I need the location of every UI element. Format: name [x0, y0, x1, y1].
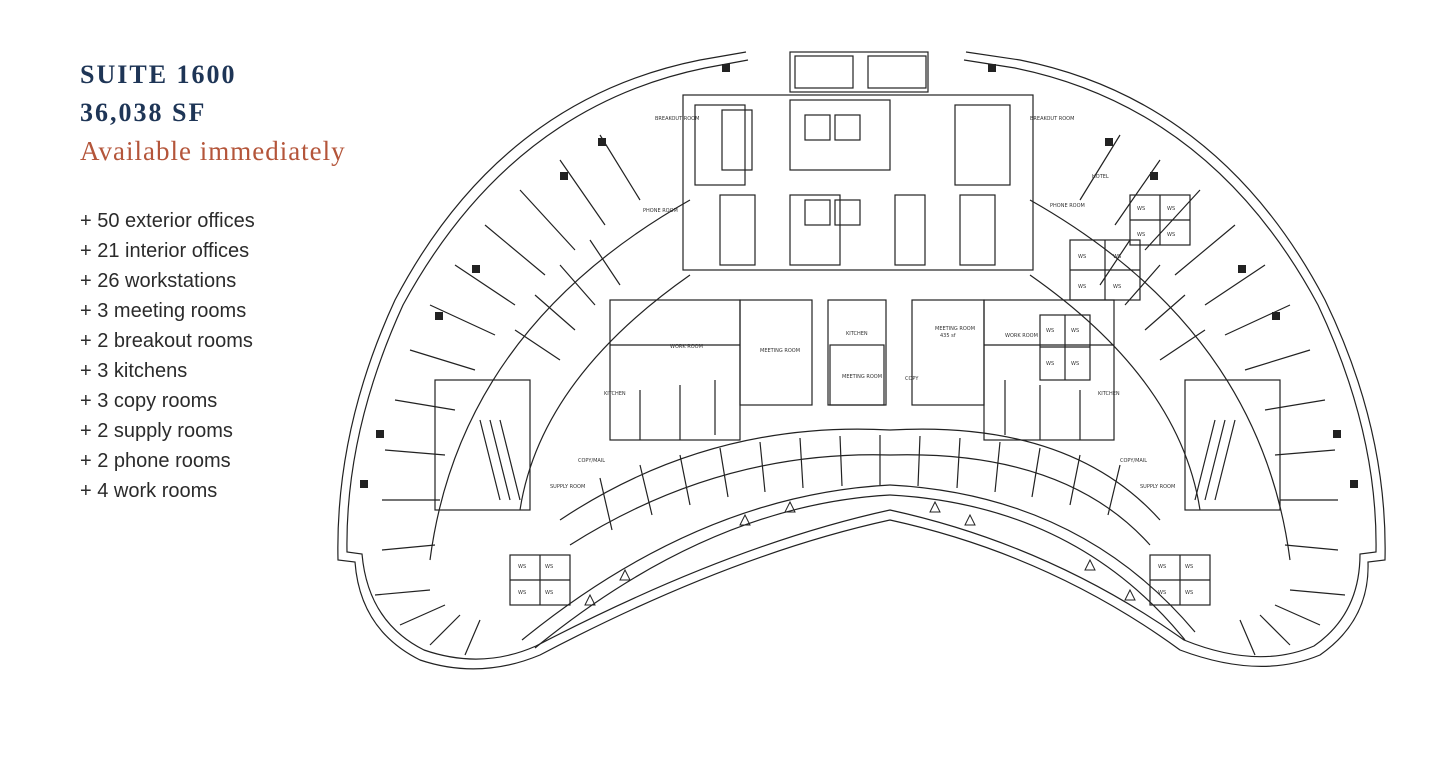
- feature-list: + 50 exterior offices + 21 interior offi…: [80, 206, 400, 506]
- label-hotel: HOTEL: [1092, 174, 1109, 180]
- label-ws: WS: [1046, 361, 1054, 367]
- feature-item: + 26 workstations: [80, 270, 237, 292]
- label-ws: WS: [545, 590, 553, 596]
- feature-item: + 2 breakout rooms: [80, 330, 253, 352]
- label-work-room-1: WORK ROOM: [670, 344, 703, 350]
- label-ws: WS: [1167, 206, 1175, 212]
- label-meeting-room-2: MEETING ROOM: [935, 326, 975, 332]
- label-kitchen-center: KITCHEN: [846, 331, 868, 337]
- outer-wall: [337, 51, 1386, 670]
- label-ws: WS: [1137, 232, 1145, 238]
- label-ws: WS: [1113, 284, 1121, 290]
- label-supply-right: SUPPLY ROOM: [1140, 484, 1175, 490]
- label-phone-left: PHONE ROOM: [643, 208, 678, 214]
- label-ws: WS: [1113, 254, 1121, 260]
- feature-item: + 3 copy rooms: [80, 390, 218, 412]
- corridor-outer-arc: [429, 199, 691, 561]
- label-ws: WS: [1185, 564, 1193, 570]
- label-supply-left: SUPPLY ROOM: [550, 484, 585, 490]
- label-ws: WS: [1158, 590, 1166, 596]
- suite-area: 36,038 SF: [80, 98, 207, 127]
- corridor-inner-arc: [519, 274, 691, 511]
- building-core: [682, 94, 1034, 271]
- feature-item: + 2 phone rooms: [80, 450, 231, 472]
- label-ws: WS: [1071, 361, 1079, 367]
- label-breakout-left: BREAKOUT ROOM: [655, 116, 699, 122]
- feature-item: + 21 interior offices: [80, 240, 250, 262]
- label-meeting-room-1: MEETING ROOM: [760, 348, 800, 354]
- label-copy-center: COPY: [905, 376, 919, 382]
- label-ws: WS: [1078, 284, 1086, 290]
- label-ws: WS: [1137, 206, 1145, 212]
- suite-title: SUITE 1600: [80, 60, 237, 89]
- label-ws: WS: [518, 564, 526, 570]
- label-copy-left: COPY/MAIL: [578, 458, 605, 464]
- label-ws: WS: [1185, 590, 1193, 596]
- central-corridor-arc: [559, 428, 1161, 521]
- listing-info: SUITE 1600 36,038 SF Available immediate…: [80, 56, 400, 506]
- label-ws: WS: [1158, 564, 1166, 570]
- label-ws: WS: [1078, 254, 1086, 260]
- label-meeting-room-2-area: 435 sf: [940, 333, 956, 339]
- south-curtain-wall: [521, 484, 1196, 641]
- label-meeting-room-center: MEETING ROOM: [842, 374, 882, 380]
- feature-item: + 3 meeting rooms: [80, 300, 247, 322]
- label-ws: WS: [1046, 328, 1054, 334]
- feature-item: + 2 supply rooms: [80, 420, 233, 442]
- label-copy-right: COPY/MAIL: [1120, 458, 1147, 464]
- label-work-room-2: WORK ROOM: [1005, 333, 1038, 339]
- label-ws: WS: [545, 564, 553, 570]
- label-kitchen-left: KITCHEN: [604, 391, 626, 397]
- label-ws: WS: [1071, 328, 1079, 334]
- label-kitchen-right: KITCHEN: [1098, 391, 1120, 397]
- label-phone-right: PHONE ROOM: [1050, 203, 1085, 209]
- label-ws: WS: [518, 590, 526, 596]
- feature-item: + 4 work rooms: [80, 480, 218, 502]
- label-breakout-right: BREAKOUT ROOM: [1030, 116, 1074, 122]
- feature-item: + 3 kitchens: [80, 360, 188, 382]
- availability-text: Available immediately: [80, 136, 346, 166]
- feature-item: + 50 exterior offices: [80, 210, 255, 232]
- outer-wall-inner: [346, 59, 1377, 660]
- label-ws: WS: [1167, 232, 1175, 238]
